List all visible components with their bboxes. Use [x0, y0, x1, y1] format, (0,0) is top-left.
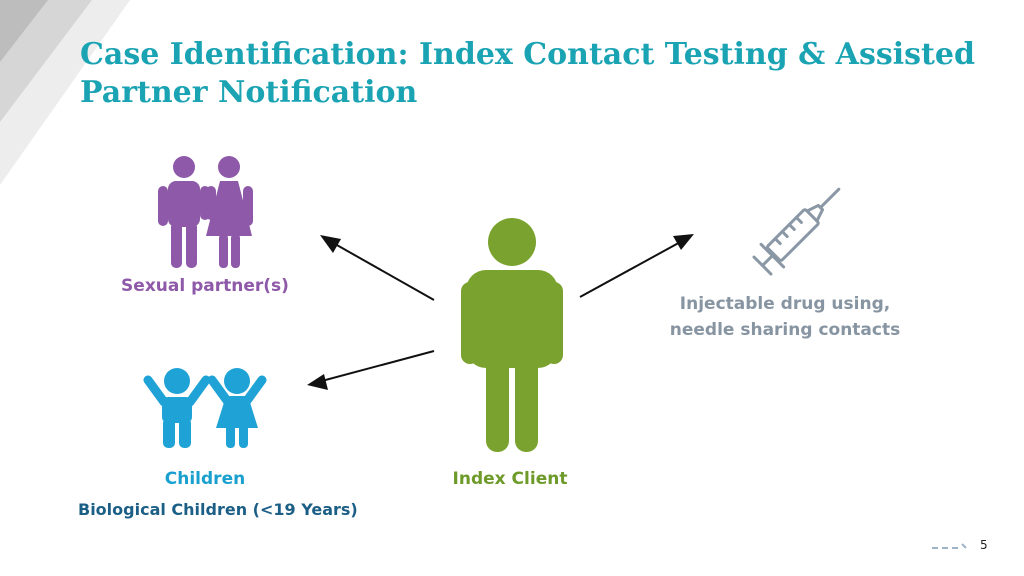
corner-decoration — [0, 0, 130, 185]
drug-contacts-label-line2: needle sharing contacts — [669, 320, 901, 340]
sexual-partners-couple-icon — [158, 156, 253, 268]
slide-title: Case Identification: Index Contact Testi… — [80, 37, 975, 110]
arrow-to-children — [307, 350, 435, 390]
sexual-partners-label: Sexual partner(s) — [121, 276, 289, 296]
footer-logo-fragment — [932, 543, 967, 549]
drug-contacts-label-line1: Injectable drug using, — [679, 294, 891, 314]
index-client-person-icon — [461, 218, 563, 452]
biological-children-note: Biological Children (<19 Years) — [78, 500, 358, 519]
arrow-to-drug-contacts — [579, 234, 694, 298]
children-label: Children — [164, 469, 246, 489]
page-number: 5 — [980, 538, 988, 552]
syringe-icon — [752, 187, 841, 276]
index-client-label: Index Client — [452, 469, 568, 489]
children-icon — [143, 368, 267, 448]
drug-contacts-label: Injectable drug using, needle sharing co… — [655, 291, 915, 343]
arrow-to-sexual-partners — [320, 235, 435, 301]
